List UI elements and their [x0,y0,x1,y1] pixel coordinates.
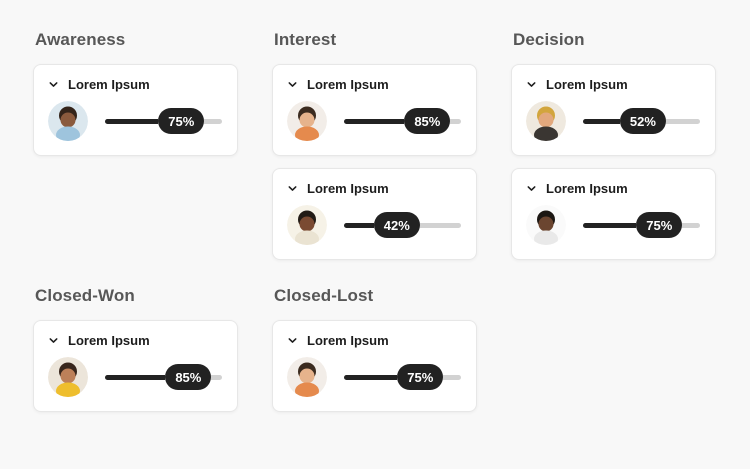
card-title: Lorem Ipsum [546,181,628,196]
column-closed-lost: Closed-Lost Lorem Ipsum [272,286,477,412]
deal-card[interactable]: Lorem Ipsum 52% [511,64,716,156]
chevron-down-icon [288,186,297,191]
card-title: Lorem Ipsum [307,333,389,348]
slider-thumb[interactable]: 85% [165,364,212,390]
avatar [526,205,566,245]
card-list: Lorem Ipsum 75% [272,320,477,412]
chevron-down-icon [49,338,58,343]
progress-slider[interactable]: 75% [344,364,461,390]
card-title: Lorem Ipsum [68,77,150,92]
slider-track [419,222,461,228]
progress-slider[interactable]: 42% [344,212,461,238]
slider-thumb[interactable]: 75% [397,364,444,390]
card-body: 85% [287,101,461,141]
card-title: Lorem Ipsum [546,77,628,92]
card-expand-header[interactable]: Lorem Ipsum [287,77,461,92]
deal-card[interactable]: Lorem Ipsum 75% [272,320,477,412]
slider-track [665,118,700,124]
card-expand-header[interactable]: Lorem Ipsum [287,181,461,196]
avatar [48,101,88,141]
pipeline-board: Awareness Lorem Ipsum [33,30,716,412]
card-list: Lorem Ipsum 85% [272,64,477,260]
progress-slider[interactable]: 75% [105,108,222,134]
card-body: 75% [48,101,222,141]
progress-slider[interactable]: 85% [105,364,222,390]
card-body: 42% [287,205,461,245]
chevron-down-icon [527,186,536,191]
slider-thumb[interactable]: 75% [636,212,683,238]
avatar [287,205,327,245]
slider-fill [105,118,159,124]
chevron-down-icon [288,338,297,343]
card-title: Lorem Ipsum [68,333,150,348]
slider-thumb[interactable]: 42% [373,212,420,238]
slider-thumb[interactable]: 75% [158,108,205,134]
slider-fill [344,118,405,124]
column-awareness: Awareness Lorem Ipsum [33,30,238,156]
card-body: 75% [287,357,461,397]
slider-track [682,222,700,228]
slider-fill [583,118,620,124]
card-body: 52% [526,101,700,141]
column-title: Closed-Won [35,286,135,305]
column-decision: Decision Lorem Ipsum [511,30,716,260]
slider-thumb[interactable]: 52% [619,108,666,134]
avatar [287,101,327,141]
column-title: Interest [274,30,337,49]
progress-slider[interactable]: 52% [583,108,700,134]
card-list: Lorem Ipsum 85% [33,320,238,412]
column-title: Awareness [35,30,126,49]
chevron-down-icon [288,82,297,87]
progress-slider[interactable]: 75% [583,212,700,238]
column-closed-won: Closed-Won Lorem Ipsum [33,286,238,412]
slider-fill [344,222,374,228]
column-interest: Interest Lorem Ipsum [272,30,477,260]
card-expand-header[interactable]: Lorem Ipsum [287,333,461,348]
slider-fill [344,374,398,380]
chevron-down-icon [49,82,58,87]
slider-track [443,374,461,380]
slider-fill [583,222,637,228]
column-title: Decision [513,30,585,49]
card-list: Lorem Ipsum 75% [33,64,238,156]
card-list: Lorem Ipsum 52% [511,64,716,260]
slider-fill [105,374,166,380]
slider-track [204,118,222,124]
card-body: 75% [526,205,700,245]
avatar [526,101,566,141]
avatar [48,357,88,397]
slider-thumb[interactable]: 85% [404,108,451,134]
column-title: Closed-Lost [274,286,374,305]
deal-card[interactable]: Lorem Ipsum 85% [272,64,477,156]
progress-slider[interactable]: 85% [344,108,461,134]
card-title: Lorem Ipsum [307,77,389,92]
deal-card[interactable]: Lorem Ipsum 42% [272,168,477,260]
deal-card[interactable]: Lorem Ipsum 75% [33,64,238,156]
deal-card[interactable]: Lorem Ipsum 75% [511,168,716,260]
card-expand-header[interactable]: Lorem Ipsum [48,77,222,92]
card-title: Lorem Ipsum [307,181,389,196]
card-expand-header[interactable]: Lorem Ipsum [48,333,222,348]
card-expand-header[interactable]: Lorem Ipsum [526,77,700,92]
deal-card[interactable]: Lorem Ipsum 85% [33,320,238,412]
slider-track [450,118,461,124]
slider-track [211,374,222,380]
avatar [287,357,327,397]
card-expand-header[interactable]: Lorem Ipsum [526,181,700,196]
card-body: 85% [48,357,222,397]
chevron-down-icon [527,82,536,87]
